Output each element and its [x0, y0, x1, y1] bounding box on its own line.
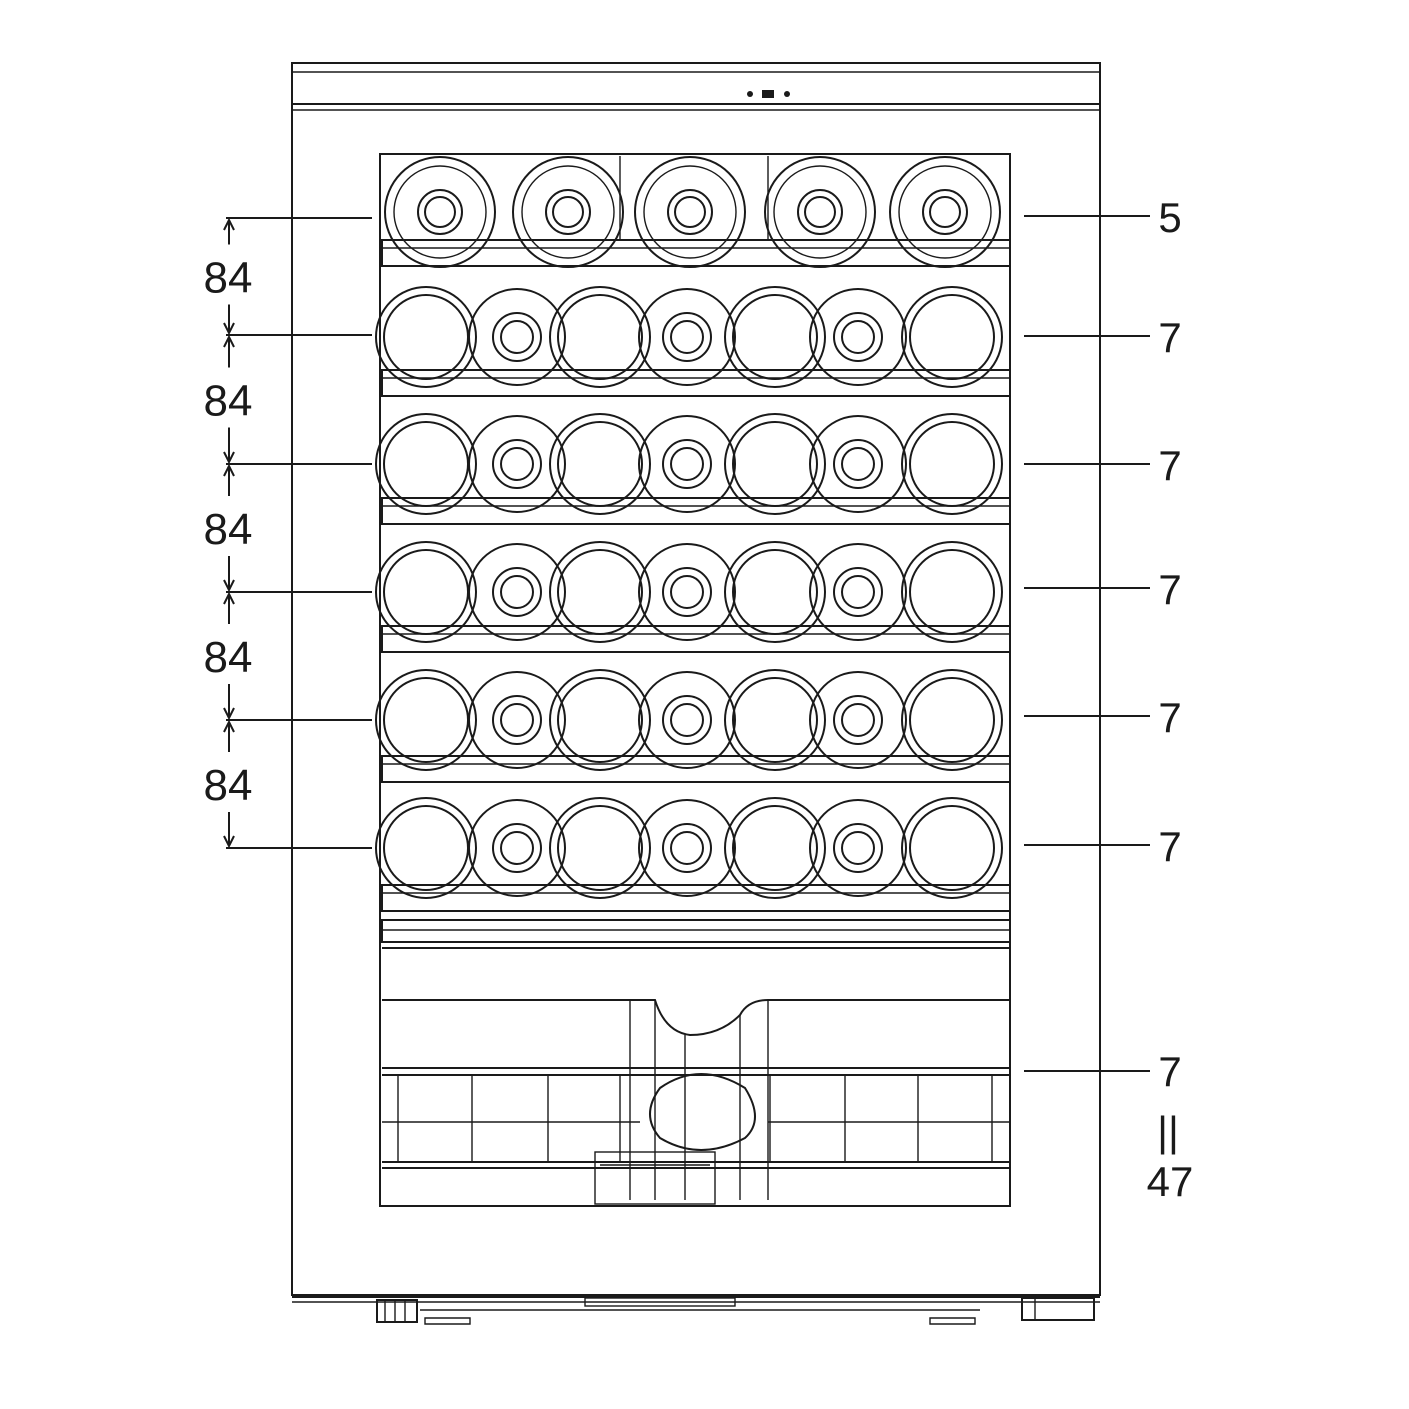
wine-bottle — [901, 413, 1003, 515]
rack-row-2 — [375, 286, 1011, 397]
dimension-label: 84 — [204, 633, 253, 682]
wine-bottle — [901, 797, 1003, 899]
wine-bottle — [889, 156, 1001, 268]
rack-row-4 — [375, 541, 1011, 653]
wine-bottle — [549, 541, 651, 643]
wine-bottle — [468, 671, 566, 769]
wine-bottle — [809, 671, 907, 769]
rack-row-1 — [381, 156, 1011, 268]
capacity-label: 7 — [1158, 823, 1181, 870]
wine-bottle — [724, 797, 826, 899]
indicator-dot-left — [747, 91, 753, 97]
shelf-capacity-labels: 5 7 7 7 7 7 — [1024, 194, 1182, 870]
wine-bottle — [549, 286, 651, 388]
wine-bottle — [468, 288, 566, 386]
wine-bottle — [638, 288, 736, 386]
shelf-rail — [381, 884, 1011, 912]
wine-bottle — [549, 797, 651, 899]
dimension-label: 84 — [204, 377, 253, 426]
wine-bottle — [724, 286, 826, 388]
dimension-label: 84 — [204, 761, 253, 810]
shelf-spacing-dimensions: 84 84 84 84 84 — [204, 217, 372, 849]
cabinet-body — [291, 62, 1101, 1296]
capacity-label: 7 — [1158, 314, 1181, 361]
capacity-label: 7 — [1158, 566, 1181, 613]
front-foot-left — [376, 1299, 418, 1323]
shelf-rail — [381, 369, 1011, 397]
dimension-segment: 84 — [204, 334, 253, 465]
equals-symbol: || — [1157, 1108, 1179, 1155]
total-capacity-label: 47 — [1147, 1158, 1194, 1205]
dimension-segment: 84 — [204, 463, 253, 593]
wine-racks — [375, 156, 1011, 912]
front-foot-right — [1021, 1297, 1095, 1321]
dimension-label: 84 — [204, 254, 253, 303]
wine-bottle — [724, 413, 826, 515]
wine-bottle — [549, 413, 651, 515]
wine-bottle — [724, 541, 826, 643]
shelf-rail — [381, 755, 1011, 783]
control-panel — [747, 90, 790, 98]
dimension-segment: 84 — [204, 217, 253, 336]
dimension-segment: 84 — [204, 591, 253, 721]
wine-bottle — [809, 543, 907, 641]
wine-bottle — [468, 799, 566, 897]
wine-bottle — [512, 156, 624, 268]
rack-row-5 — [375, 669, 1011, 783]
wine-bottle — [809, 288, 907, 386]
indicator-display — [762, 90, 774, 98]
indicator-dot-right — [784, 91, 790, 97]
wine-bottle — [638, 799, 736, 897]
rack-row-3 — [375, 413, 1011, 525]
wine-bottle — [724, 669, 826, 771]
wine-bottle — [638, 543, 736, 641]
dimension-segment: 84 — [204, 719, 253, 849]
capacity-label: 7 — [1158, 442, 1181, 489]
wine-bottle — [468, 543, 566, 641]
wine-bottle — [764, 156, 876, 268]
cabinet-base — [292, 1296, 1100, 1325]
wine-bottle — [638, 415, 736, 513]
wine-bottle — [634, 156, 746, 268]
wine-bottle — [809, 415, 907, 513]
wine-bottle — [638, 671, 736, 769]
bottom-rack-grid — [382, 1075, 1010, 1162]
wine-bottle — [901, 669, 1003, 771]
rack-row-6 — [375, 797, 1011, 912]
wine-bottle — [468, 415, 566, 513]
dimension-label: 84 — [204, 505, 253, 554]
wine-bottle — [549, 669, 651, 771]
bottom-compartment — [381, 919, 1011, 1205]
wine-bottle — [384, 156, 496, 268]
glass-door — [379, 153, 1011, 1207]
capacity-label: 7 — [1158, 694, 1181, 741]
wine-bottle — [901, 286, 1003, 388]
total-capacity-group: 7 || 47 — [1024, 1048, 1193, 1205]
wine-bottle — [375, 797, 477, 899]
capacity-label: 5 — [1158, 194, 1181, 241]
wine-bottle — [901, 541, 1003, 643]
bottom-capacity-label: 7 — [1158, 1048, 1181, 1095]
wine-bottle — [809, 799, 907, 897]
